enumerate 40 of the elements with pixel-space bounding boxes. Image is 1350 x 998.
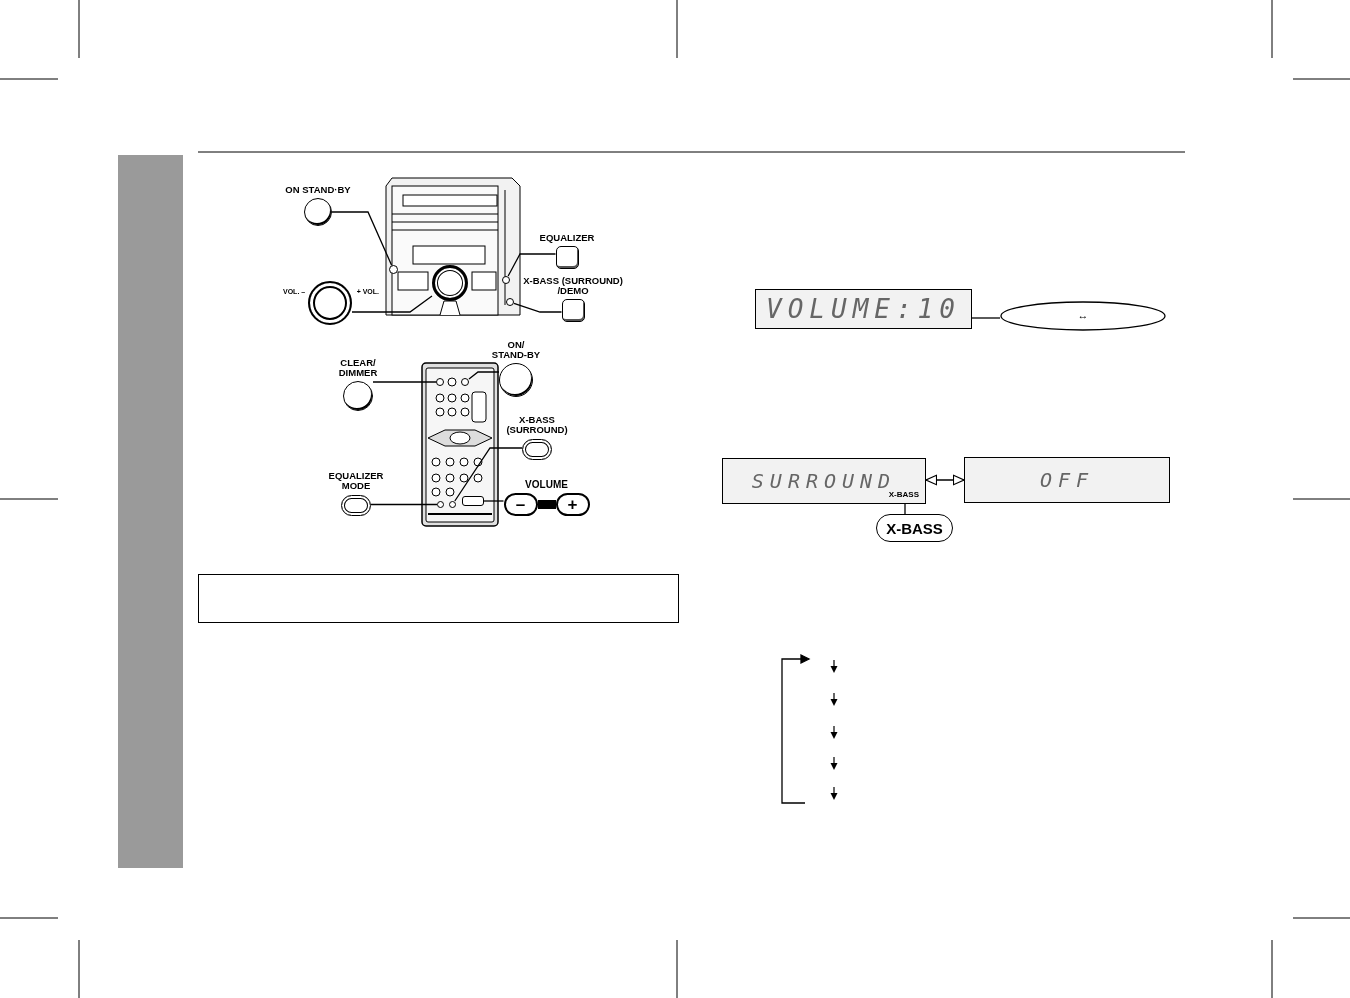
button-label: X-BASS (SURROUND) /DEMO <box>522 276 624 296</box>
connector-line <box>331 211 393 266</box>
connector-line <box>904 503 906 515</box>
remote-button <box>437 501 444 508</box>
minus-button: – <box>503 493 538 516</box>
power-button <box>389 265 398 274</box>
display-panel <box>755 289 972 329</box>
indicator-label: X-BASS <box>876 514 953 542</box>
button-label: VOLUME <box>525 480 568 490</box>
volume-key <box>462 496 484 506</box>
connector-line <box>454 447 523 502</box>
connector-line <box>513 302 563 313</box>
connector-line <box>483 500 505 502</box>
remote-button <box>436 378 444 386</box>
display-text: VOLUME:10 <box>766 294 961 324</box>
button-label: ON STAND·BY <box>285 185 351 195</box>
button-label: X-BASS (SURROUND) <box>505 415 569 435</box>
button-label: ON/ STAND-BY <box>490 340 542 360</box>
button-label: CLEAR/ DIMMER <box>337 358 379 378</box>
display-panel <box>722 458 926 504</box>
callout-text: ↔ <box>1076 309 1090 321</box>
connector-line <box>370 503 438 506</box>
connector-line <box>468 371 500 380</box>
display-text: SURROUND <box>751 469 897 493</box>
button-label: EQUALIZER MODE <box>327 471 385 491</box>
small-button <box>502 276 510 284</box>
double-arrow <box>925 474 965 486</box>
connector-line <box>372 381 437 383</box>
indicator-text: X-BASS <box>888 490 919 499</box>
note-box <box>198 574 679 623</box>
remote-button <box>461 378 469 386</box>
connector-line <box>507 253 557 277</box>
connector-line <box>351 295 433 313</box>
display-text: OFF <box>1039 468 1095 492</box>
button-label: EQUALIZER <box>539 233 595 243</box>
connector-line <box>971 317 1001 319</box>
remote-button <box>449 501 456 508</box>
plus-button: + <box>555 493 590 516</box>
display-panel <box>964 457 1170 503</box>
small-button <box>506 298 514 306</box>
